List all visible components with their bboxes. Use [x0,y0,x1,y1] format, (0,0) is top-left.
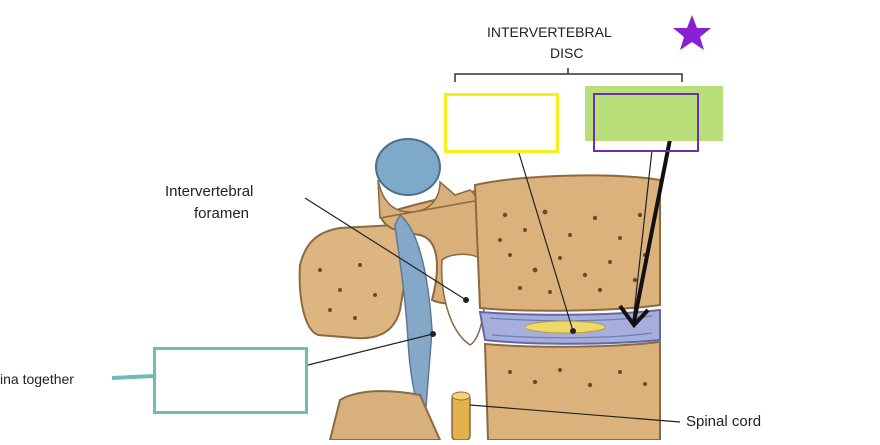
upper-vertebral-body [473,174,661,312]
articular-cap [375,138,441,196]
spinal-cord-leader [469,404,681,423]
annulus-arrow-head [618,304,650,329]
nucleus-leader-dot [570,328,576,334]
ligamentum-flavum [394,213,433,422]
spinal-cord-top [451,391,471,401]
disc-title-line2: DISC [550,45,584,61]
teal-connector [111,374,156,380]
lower-vertebral-body [483,340,661,441]
lower-posterior-bone [328,390,442,441]
spinal-cord [451,394,471,441]
foramen-label-line1: Intervertebral [165,183,254,200]
lamina-bone [298,223,408,340]
annulus-arrow-shaft [632,113,677,323]
foramen-leader [304,197,467,301]
foramen-label-line2: foramen [194,205,250,222]
star-icon [673,15,711,50]
foramen-leader-dot [463,297,469,303]
lamina-texture [318,263,377,320]
green-answer-fill [585,86,723,141]
articular-process [377,179,482,219]
yellow-answer-box[interactable] [444,93,559,153]
teal-answer-box[interactable] [153,347,308,414]
upper-body-texture [498,209,647,294]
purple-answer-box[interactable] [593,93,699,152]
nucleus-leader [517,149,574,332]
nucleus-pulposus [524,320,606,334]
ligament-leader-dot [430,331,436,337]
disc-title-line1: INTERVERTEBRAL [487,24,612,40]
cut-off-left-label: ina together [0,371,74,387]
ligament-leader [307,333,434,366]
spinal-cord-label: Spinal cord [686,413,762,430]
lower-body-texture [508,368,647,388]
annulus-leader [632,149,653,323]
disc-bracket [454,68,683,82]
